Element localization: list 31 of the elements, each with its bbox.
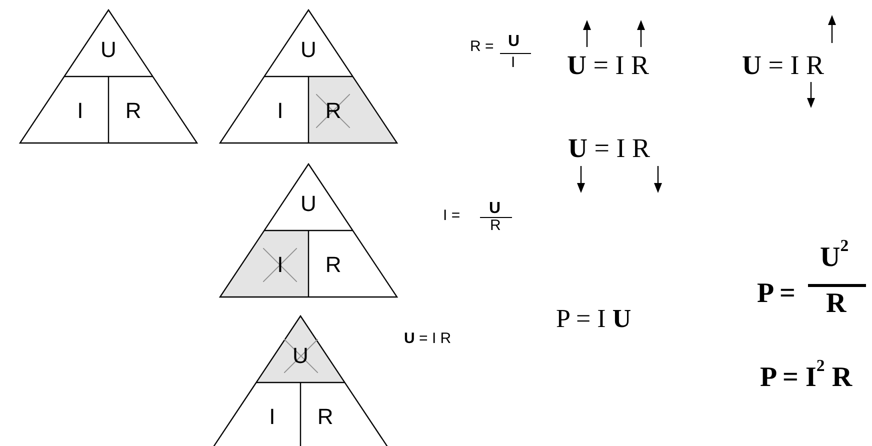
denominator: R bbox=[826, 290, 846, 318]
formula: P = I U bbox=[556, 306, 632, 332]
numerator: U bbox=[489, 201, 501, 217]
numerator: U bbox=[508, 34, 520, 50]
formula: U = I R bbox=[568, 135, 650, 162]
formula: U = I R bbox=[567, 52, 649, 79]
variable-letter: I bbox=[77, 100, 84, 122]
variable-letter: I bbox=[277, 100, 284, 122]
variable-letter: U bbox=[300, 38, 316, 61]
denominator: I bbox=[511, 55, 516, 70]
numerator: U$^{2}$ bbox=[820, 238, 849, 272]
formula-triangle bbox=[220, 10, 397, 143]
crossed-out-letter: I bbox=[263, 248, 298, 282]
formula-text: P = bbox=[757, 280, 796, 308]
variable-letter: U bbox=[300, 192, 316, 215]
variable-letter: I bbox=[269, 406, 276, 428]
formula: U = I R bbox=[404, 331, 452, 346]
crossed-out-letter: R bbox=[316, 94, 350, 128]
formula-text: I = bbox=[443, 208, 460, 223]
variable-letter: R bbox=[125, 100, 142, 122]
variable-letter: U bbox=[100, 38, 116, 61]
formula-text: R = bbox=[470, 39, 494, 54]
variable-letter: R bbox=[325, 254, 342, 276]
formula: P = I$^{2}$ R bbox=[760, 358, 852, 392]
denominator: R bbox=[490, 218, 501, 233]
formula-triangle bbox=[212, 316, 389, 446]
formula-triangle bbox=[20, 10, 197, 143]
crossed-out-letter: U bbox=[284, 338, 318, 373]
formula: U = I R bbox=[742, 52, 824, 79]
formula-triangle bbox=[220, 164, 397, 297]
variable-letter: R bbox=[317, 406, 334, 428]
